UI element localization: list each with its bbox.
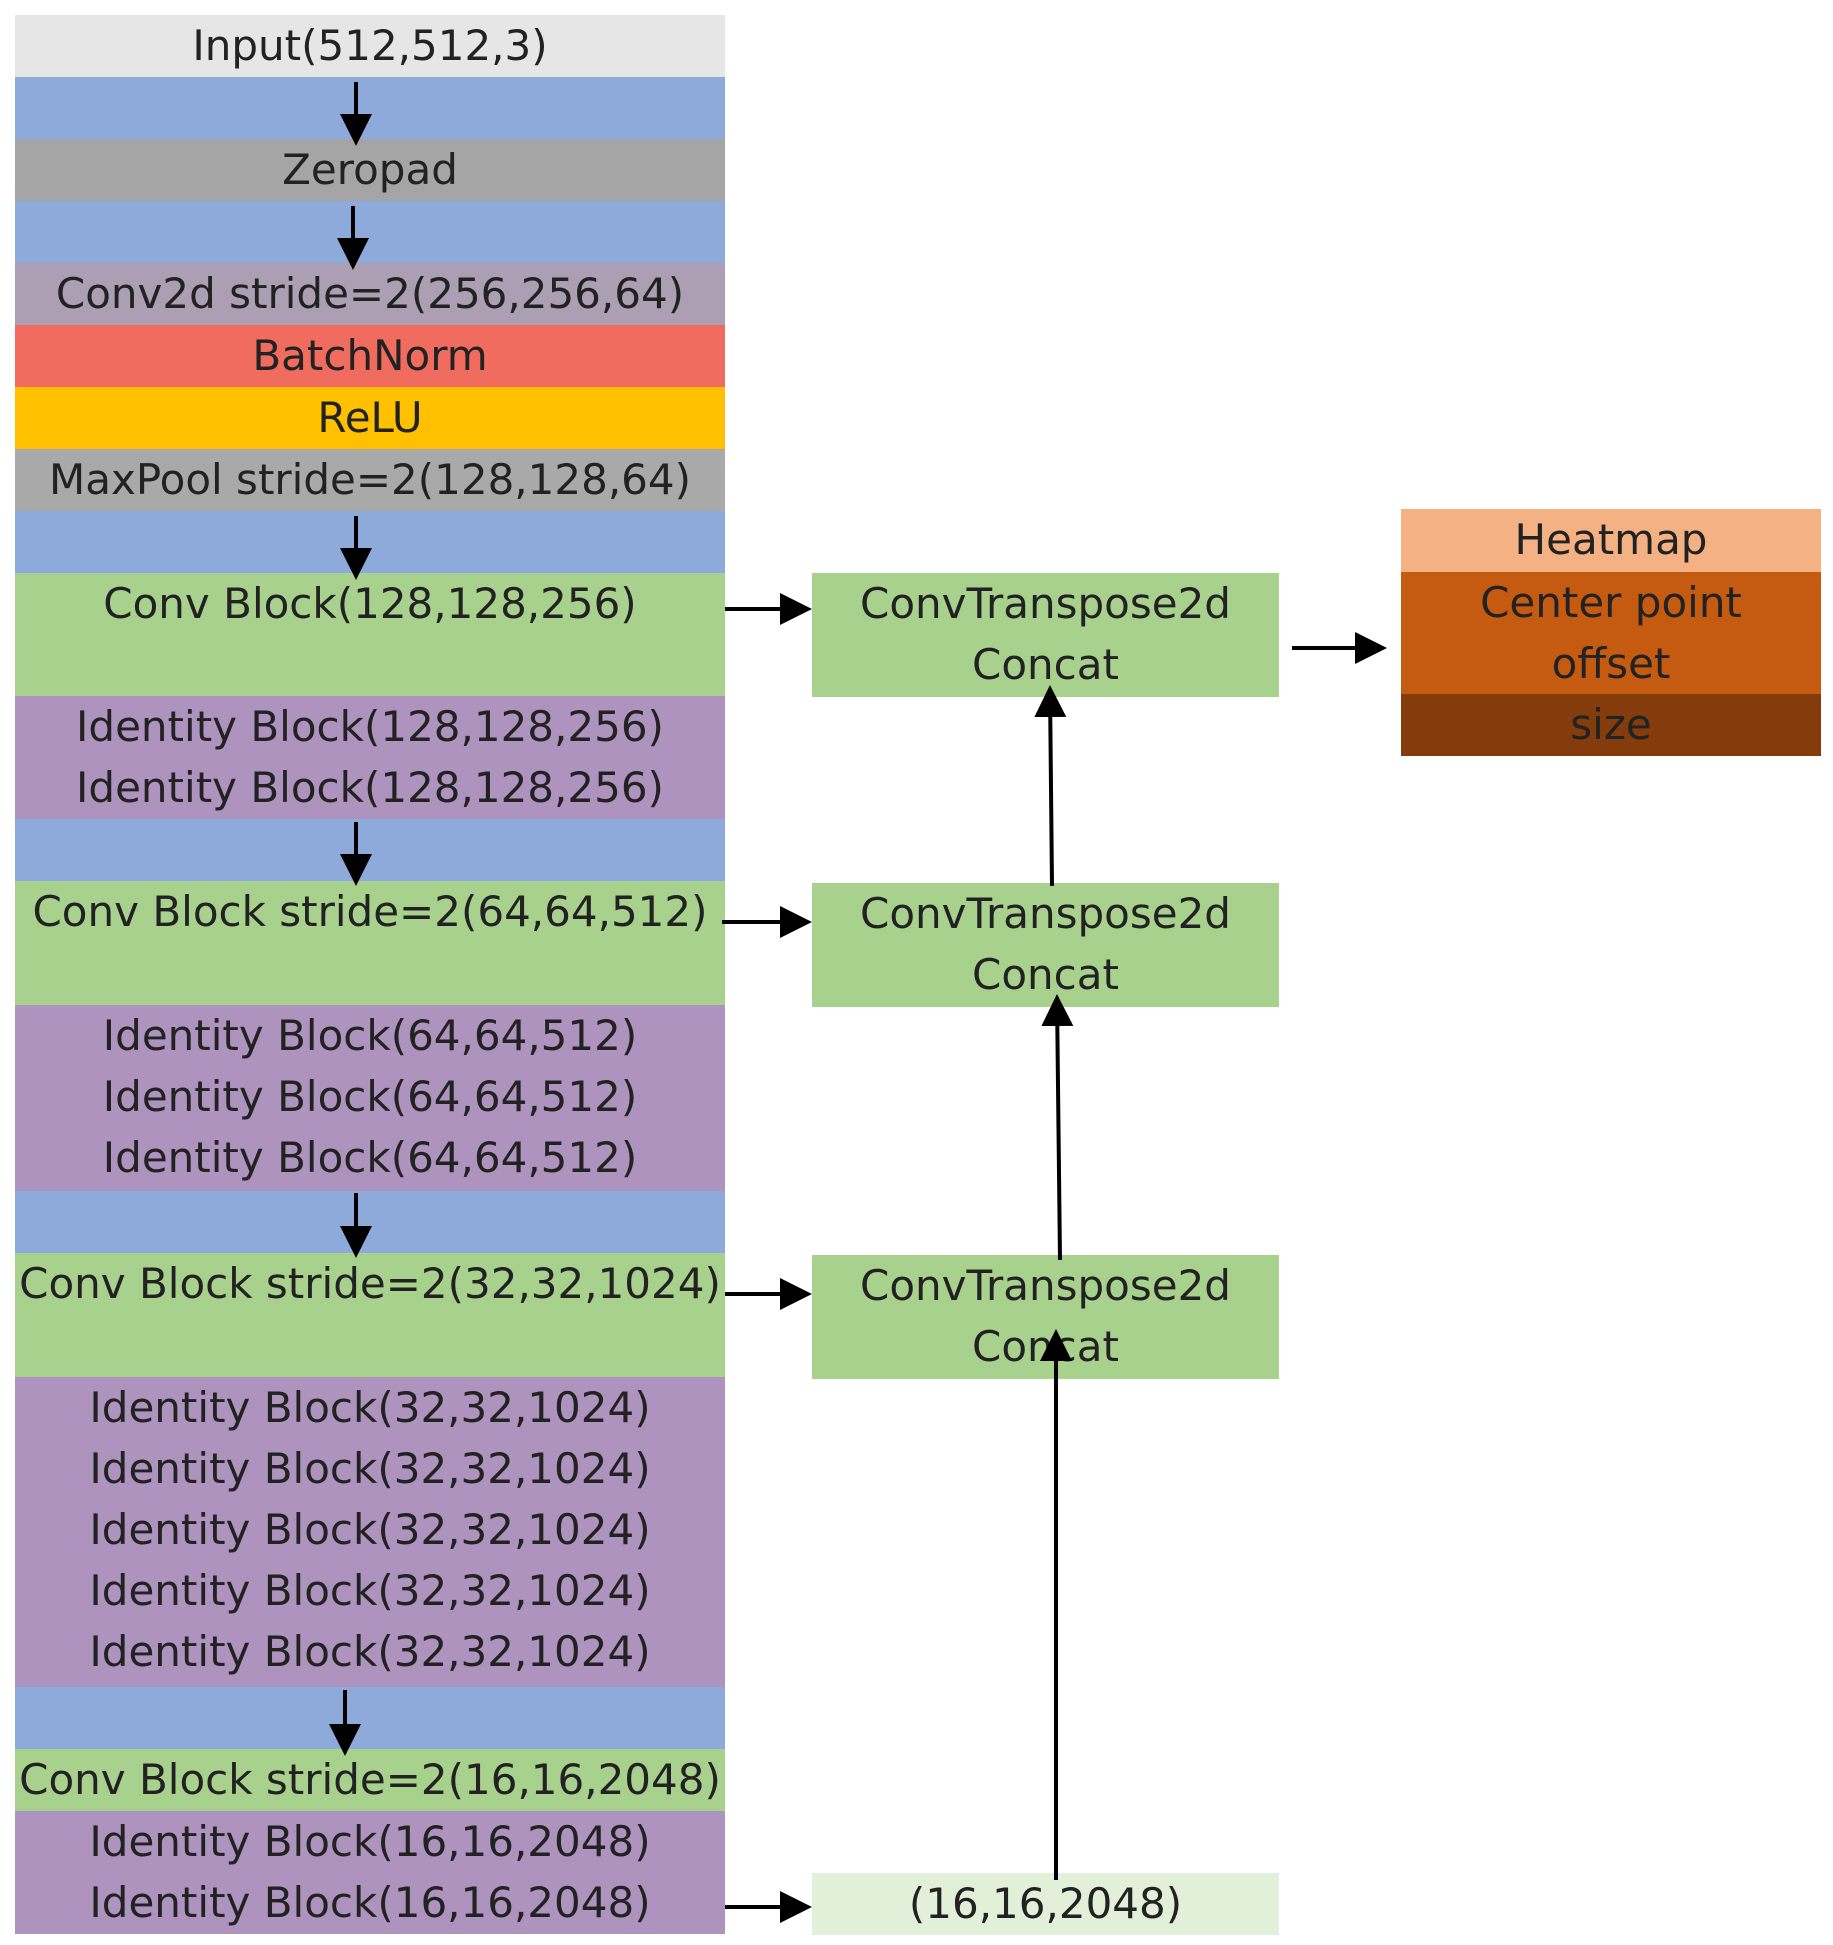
identity-block: Identity Block(32,32,1024): [89, 1627, 651, 1676]
size-head: size: [1401, 694, 1821, 756]
input-layer: Input(512,512,3): [15, 15, 725, 77]
maxpool-layer: MaxPool stride=2(128,128,64): [15, 449, 725, 511]
input-layer-label: Input(512,512,3): [192, 21, 548, 70]
gap-6: [15, 1687, 725, 1749]
heatmap-label: Heatmap: [1514, 515, 1708, 564]
conv-block-stage3-label: Conv Block stride=2(32,32,1024): [19, 1259, 721, 1308]
decoder-convtranspose-label: ConvTranspose2d: [860, 889, 1231, 938]
conv-block-stage1: Conv Block(128,128,256): [15, 573, 725, 696]
decoder-input-feature: (16,16,2048): [812, 1873, 1279, 1935]
identity-block: Identity Block(16,16,2048): [89, 1878, 651, 1927]
conv-block-stage2-label: Conv Block stride=2(64,64,512): [32, 887, 708, 936]
relu-layer: ReLU: [15, 387, 725, 449]
size-label: size: [1570, 700, 1652, 749]
identity-block: Identity Block(128,128,256): [76, 702, 664, 751]
conv2d-label: Conv2d stride=2(256,256,64): [55, 269, 685, 318]
identity-block: Identity Block(32,32,1024): [89, 1383, 651, 1432]
conv-block-stage3: Conv Block stride=2(32,32,1024): [15, 1253, 725, 1377]
identity-block: Identity Block(16,16,2048): [89, 1817, 651, 1866]
decoder-block-top: ConvTranspose2d Concat: [812, 573, 1279, 697]
decoder-input-feature-label: (16,16,2048): [908, 1879, 1183, 1928]
relu-label: ReLU: [317, 393, 423, 442]
center-offset-head: Center point offset: [1401, 572, 1821, 694]
identity-block: Identity Block(64,64,512): [102, 1133, 638, 1182]
decoder-concat-label: Concat: [972, 950, 1119, 999]
decoder-convtranspose-label: ConvTranspose2d: [860, 579, 1231, 628]
decoder-convtranspose-label: ConvTranspose2d: [860, 1261, 1231, 1310]
identity-group-stage4: Identity Block(16,16,2048) Identity Bloc…: [15, 1811, 725, 1934]
arrow-up-middle: [1041, 994, 1074, 1261]
batchnorm-layer: BatchNorm: [15, 325, 725, 387]
decoder-block-middle: ConvTranspose2d Concat: [812, 883, 1279, 1007]
identity-block: Identity Block(128,128,256): [76, 763, 664, 812]
identity-block: Identity Block(64,64,512): [102, 1011, 638, 1060]
identity-block: Identity Block(32,32,1024): [89, 1444, 651, 1493]
heatmap-head: Heatmap: [1401, 509, 1821, 572]
conv-block-stage1-label: Conv Block(128,128,256): [103, 579, 637, 628]
zeropad-layer: Zeropad: [15, 139, 725, 201]
arrow-up-top: [1034, 685, 1067, 887]
batchnorm-label: BatchNorm: [252, 331, 488, 380]
decoder-concat-label: Concat: [972, 640, 1119, 689]
identity-block: Identity Block(32,32,1024): [89, 1505, 651, 1554]
identity-block: Identity Block(64,64,512): [102, 1072, 638, 1121]
identity-group-stage3: Identity Block(32,32,1024) Identity Bloc…: [15, 1377, 725, 1687]
conv-block-stage4-label: Conv Block stride=2(16,16,2048): [19, 1755, 721, 1804]
maxpool-label: MaxPool stride=2(128,128,64): [48, 455, 692, 504]
conv-block-stage4: Conv Block stride=2(16,16,2048): [15, 1749, 725, 1811]
identity-group-stage2: Identity Block(64,64,512) Identity Block…: [15, 1005, 725, 1191]
zeropad-label: Zeropad: [282, 145, 458, 194]
center-point-label: Center point: [1480, 578, 1742, 627]
offset-label: offset: [1551, 639, 1671, 688]
identity-block: Identity Block(32,32,1024): [89, 1566, 651, 1615]
identity-group-stage1: Identity Block(128,128,256) Identity Blo…: [15, 696, 725, 819]
conv-block-stage2: Conv Block stride=2(64,64,512): [15, 881, 725, 1005]
gap-2: [15, 201, 725, 263]
conv2d-layer: Conv2d stride=2(256,256,64): [15, 263, 725, 325]
